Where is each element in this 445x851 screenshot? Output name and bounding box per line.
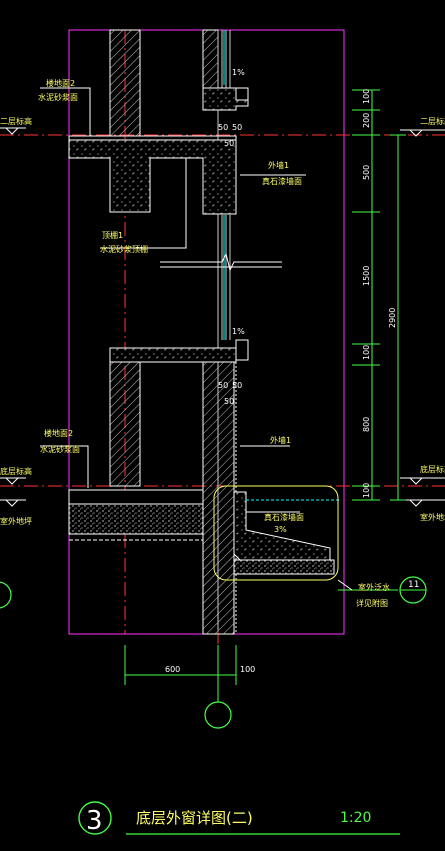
dim-h-2: 100 [240, 665, 255, 674]
dim-v-4: 1500 [362, 266, 371, 286]
dim-small-bot-b: 50 [232, 381, 242, 390]
label-drain-2: 详见附图 [356, 598, 388, 608]
label-floor-upper-1: 楼地面2 [46, 78, 75, 88]
right-level-ground: 底层标高 [420, 464, 445, 474]
sill-slope-bottom: 1% [232, 327, 245, 336]
drawing-scale: 1:20 [340, 810, 371, 826]
dimension-text-vertical: 100 200 500 1500 100 800 100 2900 [362, 89, 397, 498]
foundation-column-lower [125, 534, 203, 634]
dim-v-3: 500 [362, 165, 371, 180]
right-level-second: 二层标高 [420, 116, 445, 126]
drawing-title: 底层外窗详图(二) [136, 809, 253, 827]
lintel-lower [109, 347, 237, 363]
left-level-second: 二层标高 [0, 116, 32, 126]
left-level-exterior: 室外地坪 [0, 516, 32, 526]
dim-small-bot-a: 50 [218, 381, 228, 390]
level-markers-right [400, 129, 445, 507]
exterior-base [233, 559, 335, 575]
apron-callout-box [213, 485, 339, 581]
exterior-apron [233, 491, 331, 561]
label-slope: 3% [274, 525, 287, 534]
axis-bubble-left [0, 581, 12, 609]
ref-bubble-number: 11 [408, 580, 419, 590]
ground-floor-base [68, 503, 204, 535]
label-wall-upper-2: 真石漆墙面 [262, 176, 302, 186]
label-leaders [40, 87, 353, 591]
detail-number-bubble [78, 801, 112, 835]
dimension-chain-vertical [352, 89, 406, 501]
dim-small-top-c: 50 [224, 139, 234, 148]
wall-upper-left [109, 29, 141, 137]
label-drain-1: 室外泛水 [358, 582, 390, 592]
dim-h-1: 600 [165, 665, 180, 674]
dim-small-bot-c: 50 [224, 397, 234, 406]
label-wall-lower-1: 外墙1 [270, 435, 291, 445]
detail-number: 3 [86, 806, 103, 836]
sill-drip-bottom [235, 339, 249, 361]
label-ceiling-1: 顶棚1 [102, 230, 123, 240]
break-line [160, 252, 282, 272]
label-floor-lower-1: 楼地面2 [44, 428, 73, 438]
label-floor-lower-2: 水泥砂浆面 [40, 444, 80, 454]
right-level-exterior: 室外地坪 [420, 512, 445, 522]
level-markers-left [0, 127, 26, 507]
label-wall-lower-2: 真石漆墙面 [264, 512, 304, 522]
window-sill-top [202, 87, 249, 111]
dim-v-7: 100 [362, 483, 371, 498]
dimension-chain-horizontal [124, 645, 237, 685]
wall-upper-right [202, 29, 219, 89]
label-ceiling-2: 水泥砂浆顶棚 [100, 244, 148, 254]
dim-v-5: 100 [362, 345, 371, 360]
dim-small-top-a: 50 [218, 123, 228, 132]
label-floor-upper-2: 水泥砂浆面 [38, 92, 78, 102]
dim-v-6: 800 [362, 417, 371, 432]
dim-v-2: 200 [362, 113, 371, 128]
sill-slope-top: 1% [232, 68, 245, 77]
dim-v-total: 2900 [388, 308, 397, 328]
dim-v-1: 100 [362, 89, 371, 104]
floor-slab-second [68, 139, 237, 215]
ground-floor-finish [68, 489, 204, 505]
dim-small-top-b: 50 [232, 123, 242, 132]
sill-drip-top [235, 87, 249, 101]
axis-bubble-bottom [204, 701, 232, 729]
label-wall-upper-1: 外墙1 [268, 160, 289, 170]
slab-finish-line [68, 135, 237, 141]
left-level-ground: 底层标高 [0, 466, 32, 476]
wall-lower-left [109, 361, 141, 487]
